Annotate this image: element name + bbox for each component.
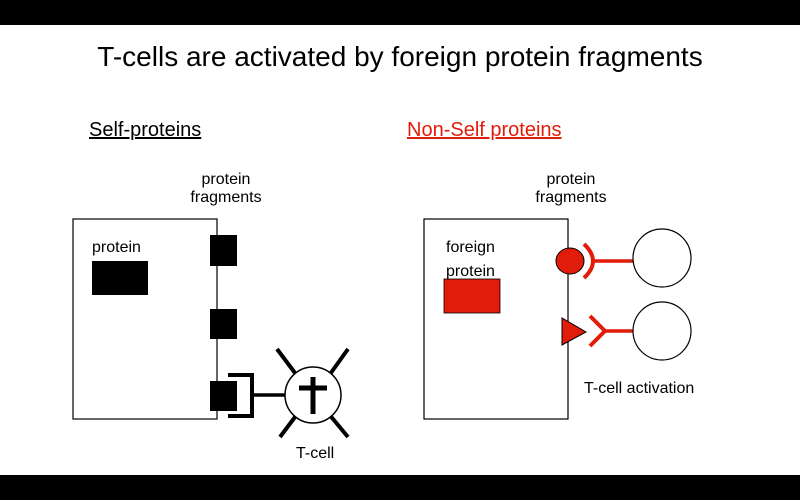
nonself-receptor-2	[588, 314, 635, 348]
nonself-tcell-2	[632, 301, 692, 361]
slide-title: T-cells are activated by foreign protein…	[97, 41, 703, 72]
slide: T-cells are activated by foreign protein…	[0, 25, 800, 475]
nonself-fragments-label: protein fragments	[535, 171, 607, 207]
self-protein-label: protein	[92, 239, 141, 256]
foreign-protein-label: foreign protein	[446, 239, 495, 280]
self-protein-block	[92, 261, 148, 295]
tcell-activation-label: T-cell activation	[584, 380, 695, 397]
nonself-cell	[423, 218, 569, 420]
cross-icon	[299, 377, 327, 414]
foreign-protein-block	[443, 278, 501, 314]
nonself-tcell-1	[632, 228, 692, 288]
self-fragment-1	[210, 235, 237, 266]
self-cell	[72, 218, 218, 420]
tcell-diagram	[72, 218, 692, 439]
nonself-proteins-heading: Non-Self proteins	[407, 119, 562, 141]
nonself-receptor-1	[582, 242, 595, 280]
self-fragments-label: protein fragments	[190, 171, 262, 207]
self-fragment-3	[210, 381, 237, 411]
tcell-label: T-cell	[296, 445, 335, 462]
nonself-fragment-triangle	[561, 317, 588, 346]
nonself-fragment-round	[555, 247, 585, 275]
self-proteins-heading: Self-proteins	[89, 119, 202, 141]
self-fragment-2	[210, 309, 237, 339]
